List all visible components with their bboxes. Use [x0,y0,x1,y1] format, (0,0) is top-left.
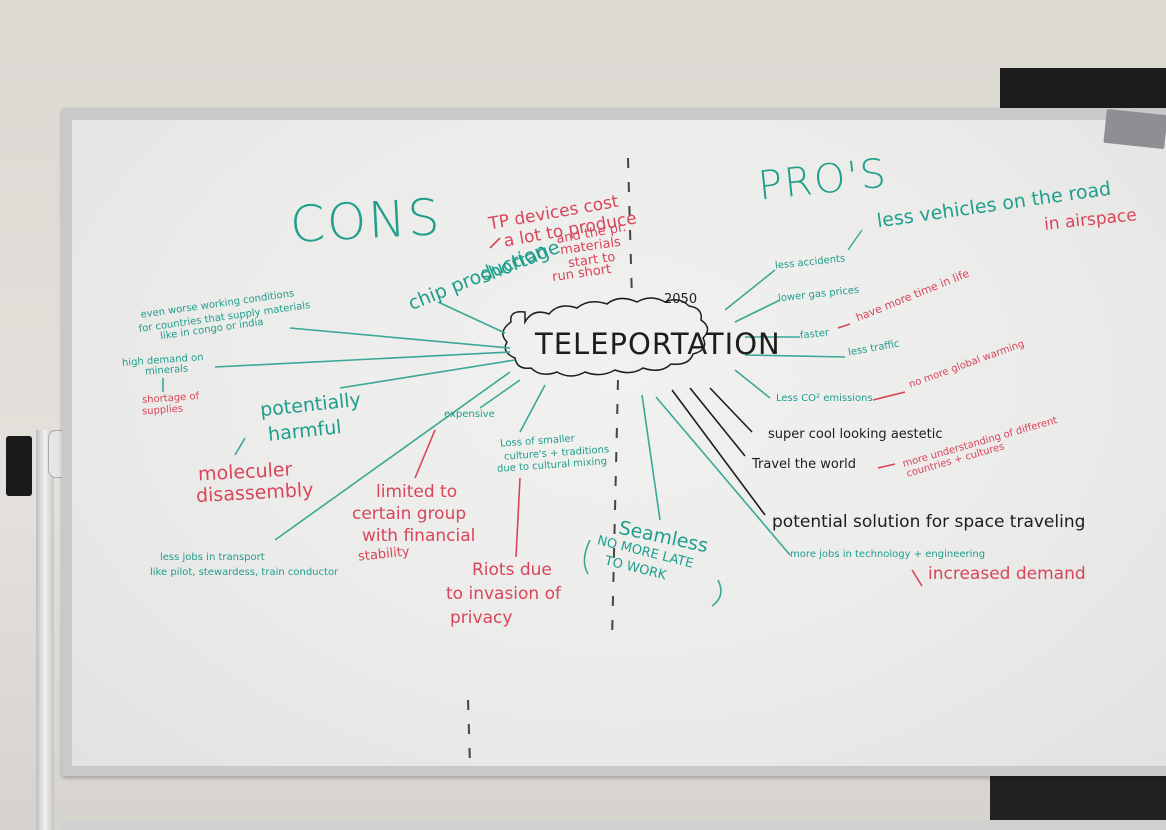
less-jobs-line1: less jobs in transport [160,552,265,563]
center-divider [467,157,633,766]
riots-line3: privacy [450,608,513,628]
dark-cabinet [1000,68,1166,108]
stand-pole [36,430,54,830]
title-cloud [502,297,709,377]
cool-aesthetic: super cool looking aestetic [768,427,943,442]
riots-line1: Riots due [472,560,552,580]
less-co2: Less CO² emissions [776,393,873,404]
increased-demand: increased demand [928,564,1086,584]
space-solution: potential solution for space traveling [772,512,1086,532]
cons-header: CONS [288,188,443,254]
whiteboard-stand [0,430,70,830]
whiteboard-tray [62,820,1166,830]
tech-jobs: more jobs in technology + engineering [790,549,986,560]
limited-line1: limited to [376,482,458,502]
less-jobs-line2: like pilot, stewardess, train conductor [150,567,339,578]
travel-world: Travel the world [752,457,857,472]
expensive-label: expensive [444,409,495,420]
center-title: TELEPORTATION [535,327,781,361]
limited-line3: with financial [362,526,476,546]
year-label: 2050 [664,292,698,307]
limited-line2: certain group [352,504,467,524]
whiteboard-surface [72,120,1166,766]
whiteboard [62,108,1166,776]
stand-bracket [6,436,32,496]
riots-line2: to invasion of [446,584,561,604]
